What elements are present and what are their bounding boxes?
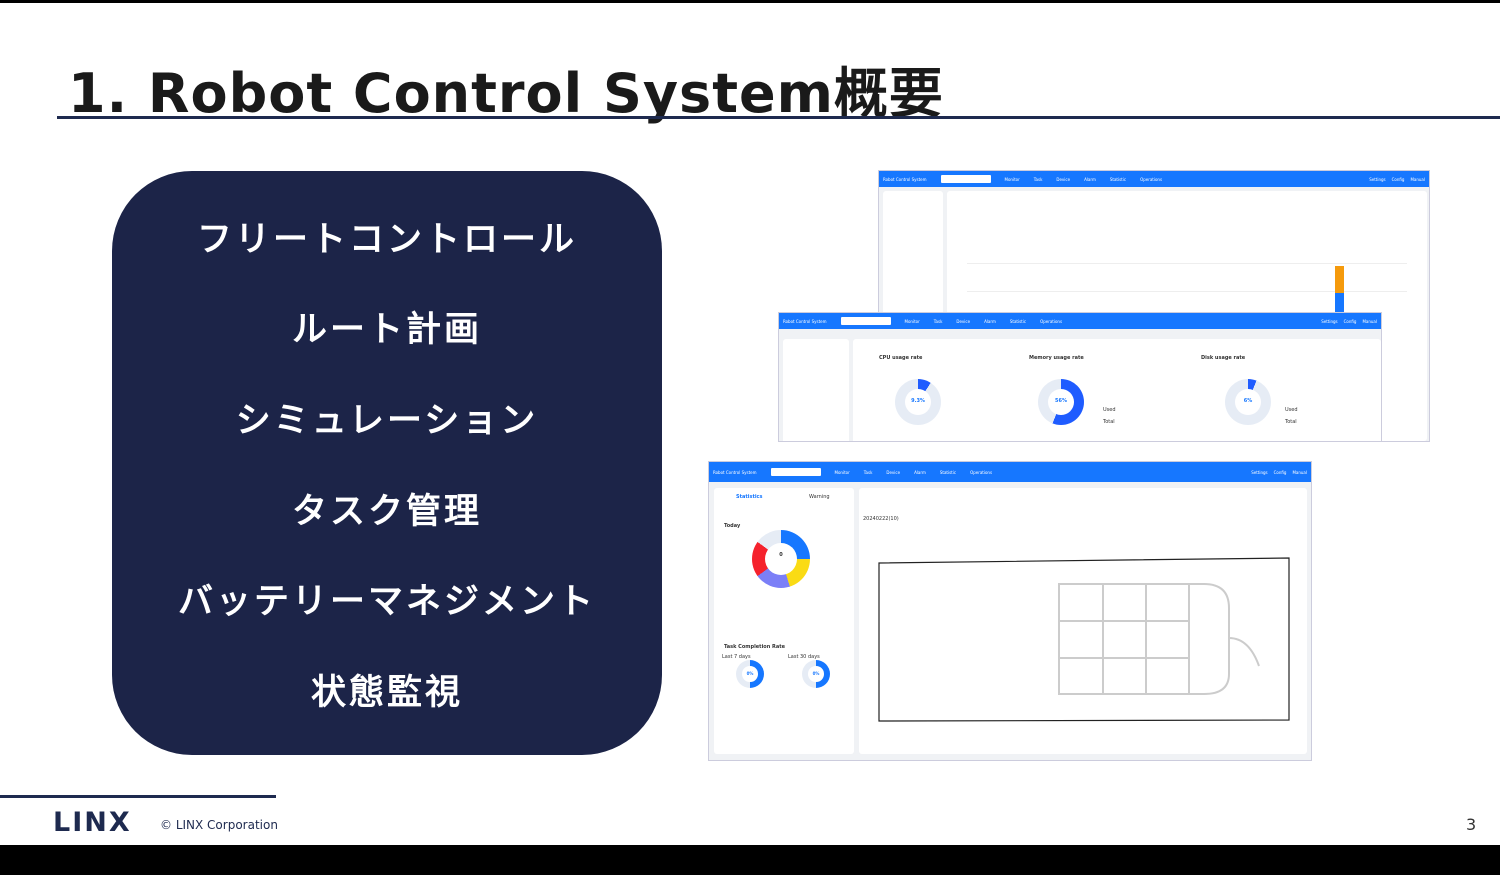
feature-item: フリートコントロール bbox=[196, 219, 577, 260]
copyright: © LINX Corporation bbox=[160, 818, 278, 832]
cpu-label: CPU usage rate bbox=[879, 355, 923, 361]
feature-item: バッテリーマネジメント bbox=[177, 582, 596, 623]
app-name: Robot Control System bbox=[883, 176, 927, 182]
memory-donut: 56% bbox=[1038, 379, 1084, 425]
today-donut: 0 bbox=[752, 530, 810, 588]
feature-panel: フリートコントロール ルート計画 シミュレーション タスク管理 バッテリーマネジ… bbox=[112, 171, 662, 755]
feature-item: タスク管理 bbox=[291, 491, 482, 532]
chart-bar bbox=[1335, 266, 1344, 293]
disk-label: Disk usage rate bbox=[1201, 355, 1246, 361]
title-divider bbox=[57, 116, 1500, 119]
feature-item: ルート計画 bbox=[291, 310, 482, 351]
memory-label: Memory usage rate bbox=[1029, 355, 1084, 361]
linx-logo: LINX bbox=[53, 807, 132, 838]
disk-donut: 6% bbox=[1225, 379, 1271, 425]
slide: 1. Robot Control System概要 フリートコントロール ルート… bbox=[0, 3, 1500, 845]
feature-item: 状態監視 bbox=[310, 673, 463, 714]
feature-item: シミュレーション bbox=[235, 401, 539, 442]
warehouse-map bbox=[878, 557, 1290, 722]
slide-title: 1. Robot Control System概要 bbox=[68, 62, 944, 125]
cpu-donut: 9.3% bbox=[895, 379, 941, 425]
footer-divider bbox=[0, 795, 276, 798]
page-number: 3 bbox=[1466, 815, 1477, 834]
